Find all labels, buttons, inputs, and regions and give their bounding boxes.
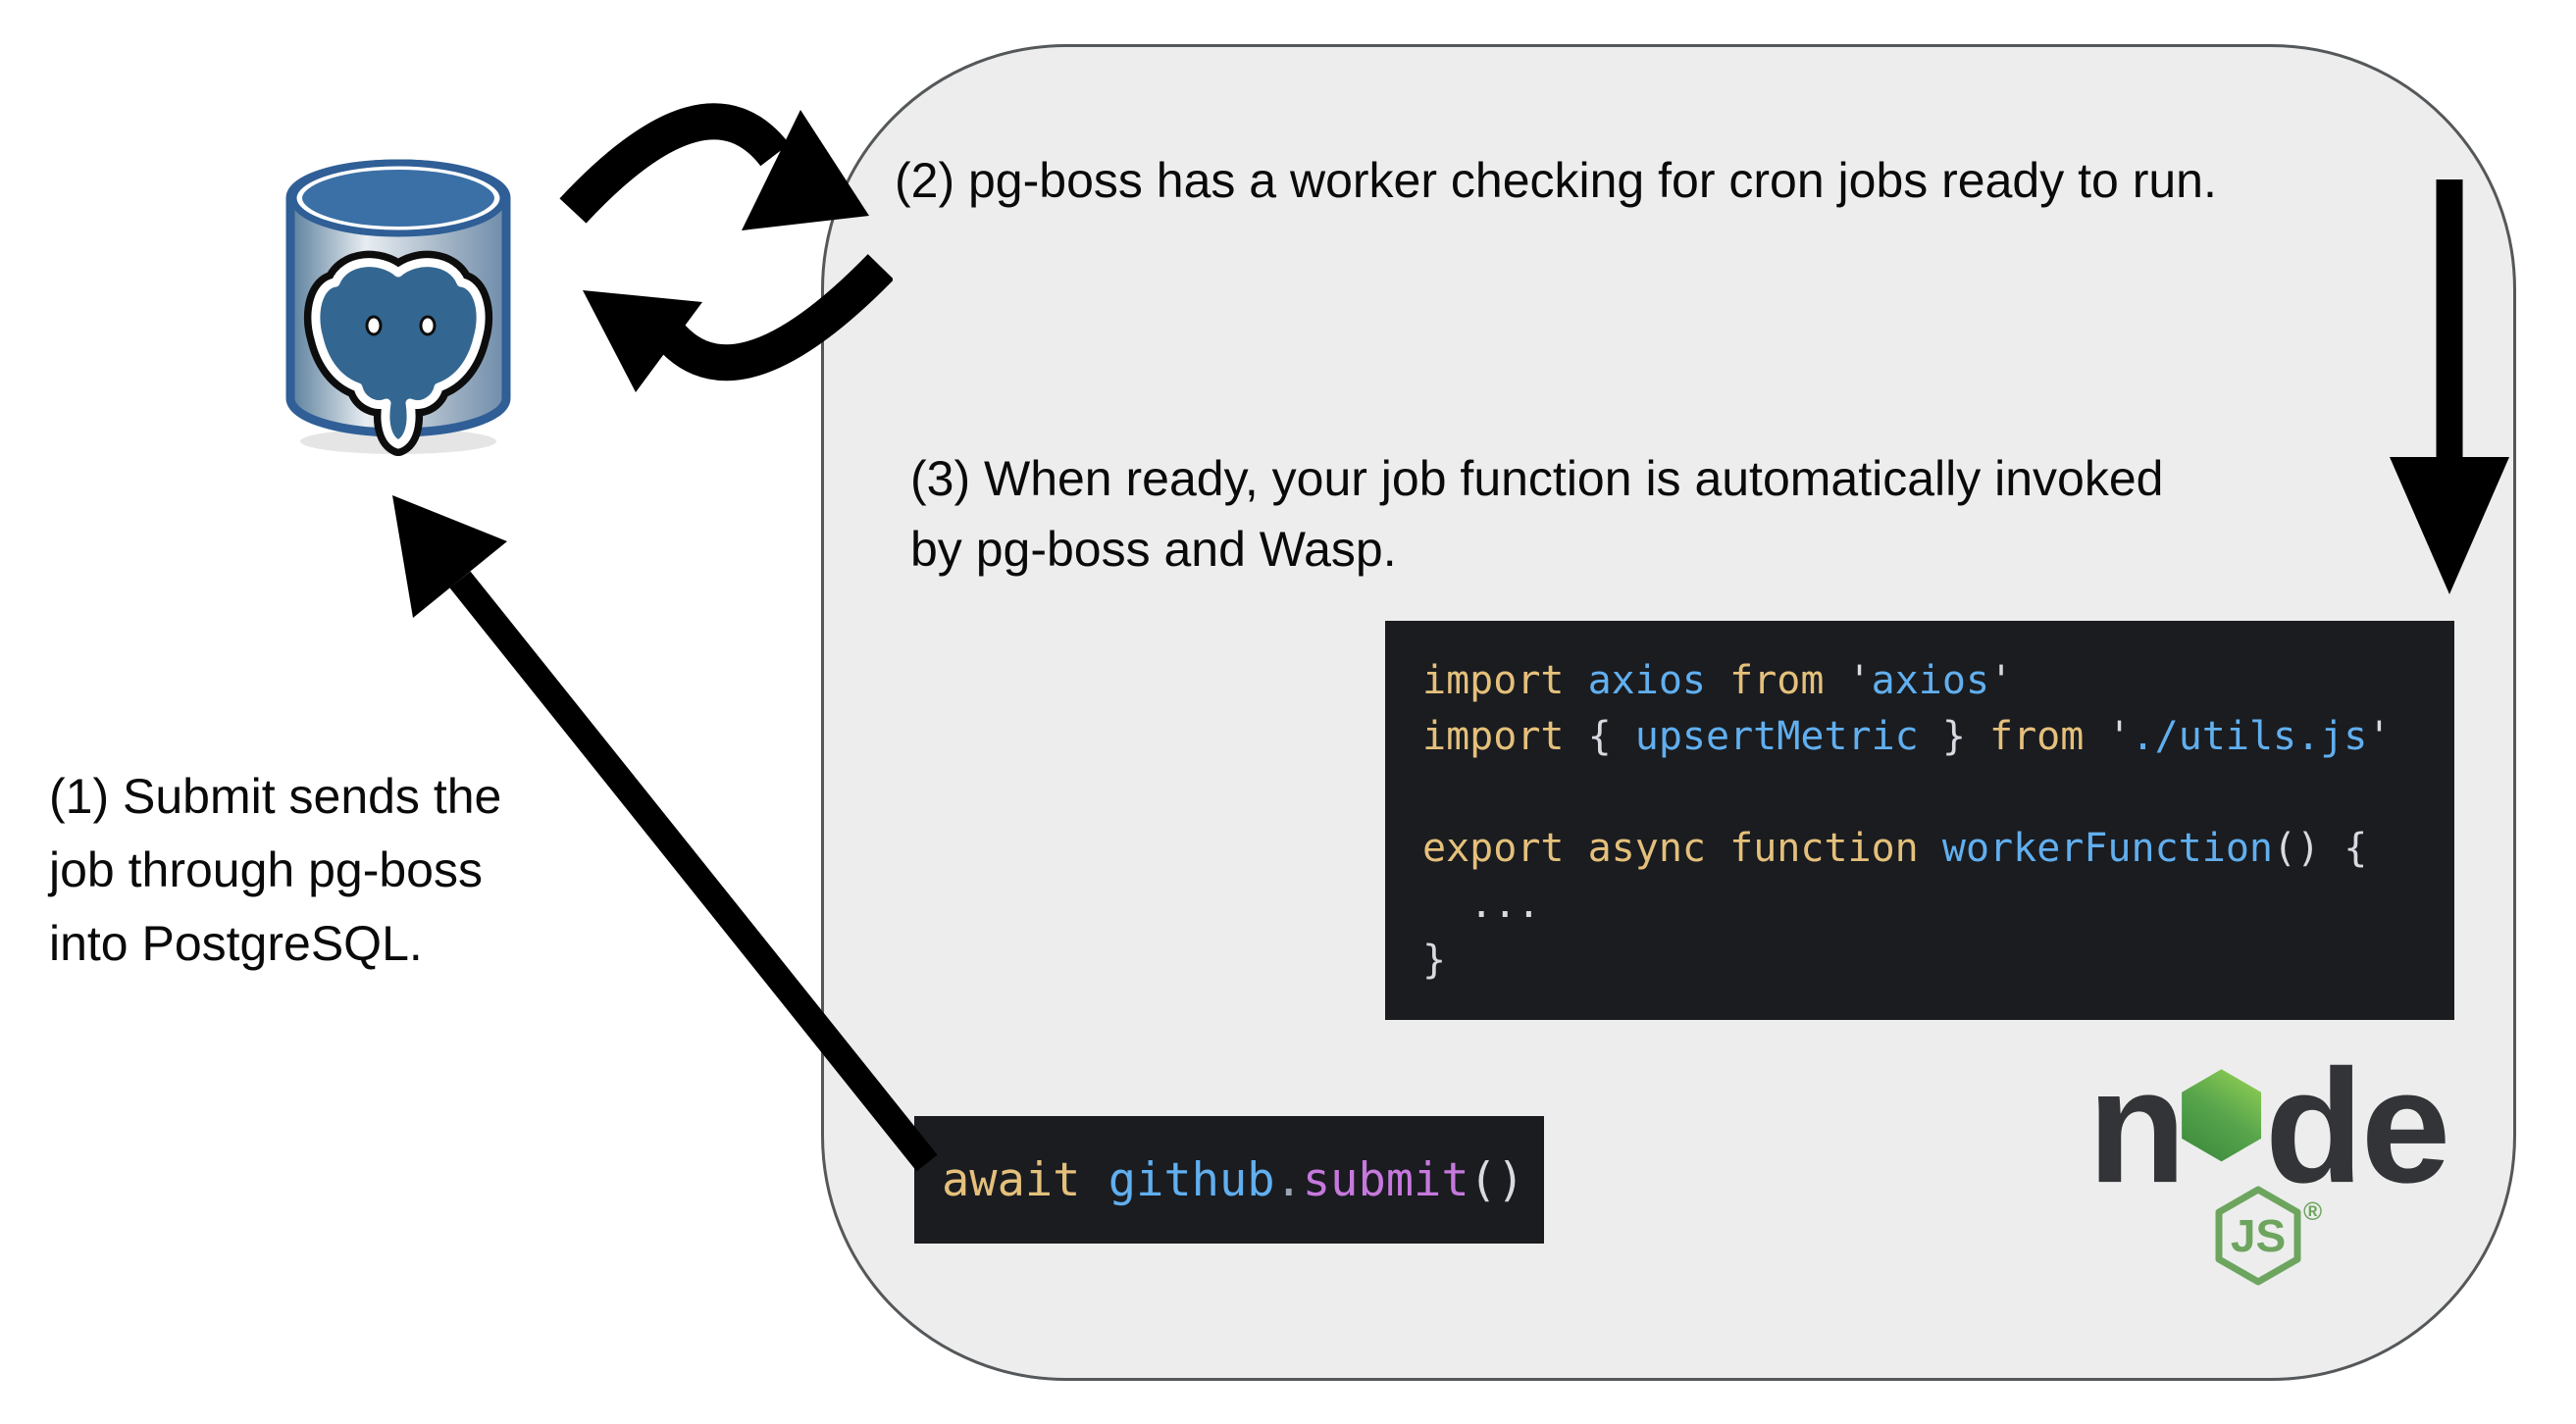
step-1-label: (1) Submit sends the job through pg-boss… xyxy=(49,769,502,971)
code-line: ... xyxy=(1422,882,1541,927)
nodejs-wordmark: n d e xyxy=(2087,1042,2451,1198)
submit-code-block: await github.submit() xyxy=(914,1116,1544,1244)
elephant-eye xyxy=(419,315,437,336)
node-letter-d: d xyxy=(2265,1042,2364,1198)
js-badge-text: JS xyxy=(2231,1210,2286,1261)
code-line: import { upsertMetric } from './utils.js… xyxy=(1422,714,2392,759)
postgresql-database-icon xyxy=(285,159,511,456)
cylinder-top xyxy=(294,162,502,234)
node-letter-n: n xyxy=(2087,1042,2187,1198)
node-letter-e: e xyxy=(2361,1042,2451,1198)
elephant-eye xyxy=(365,315,383,336)
code-line xyxy=(1422,765,2454,821)
registered-trademark-icon: ® xyxy=(2303,1196,2323,1226)
step-2-label: (2) pg-boss has a worker checking for cr… xyxy=(895,153,2217,208)
code-line: await github.submit() xyxy=(942,1152,1525,1207)
sync-arrows-icon xyxy=(559,103,893,392)
nodejs-logo: n d e JS ® xyxy=(2087,1042,2460,1316)
step-3-label: (3) When ready, your job function is aut… xyxy=(910,451,2164,577)
node-hexagon-icon xyxy=(2182,1069,2262,1162)
code-line: export async function workerFunction() { xyxy=(1422,826,2368,871)
code-line: import axios from 'axios' xyxy=(1422,658,2014,703)
nodejs-js-badge: JS xyxy=(2215,1186,2301,1286)
postgresql-elephant xyxy=(303,250,493,456)
code-line: } xyxy=(1422,938,1447,983)
worker-code-block: import axios from 'axios' import { upsert… xyxy=(1385,621,2454,1020)
